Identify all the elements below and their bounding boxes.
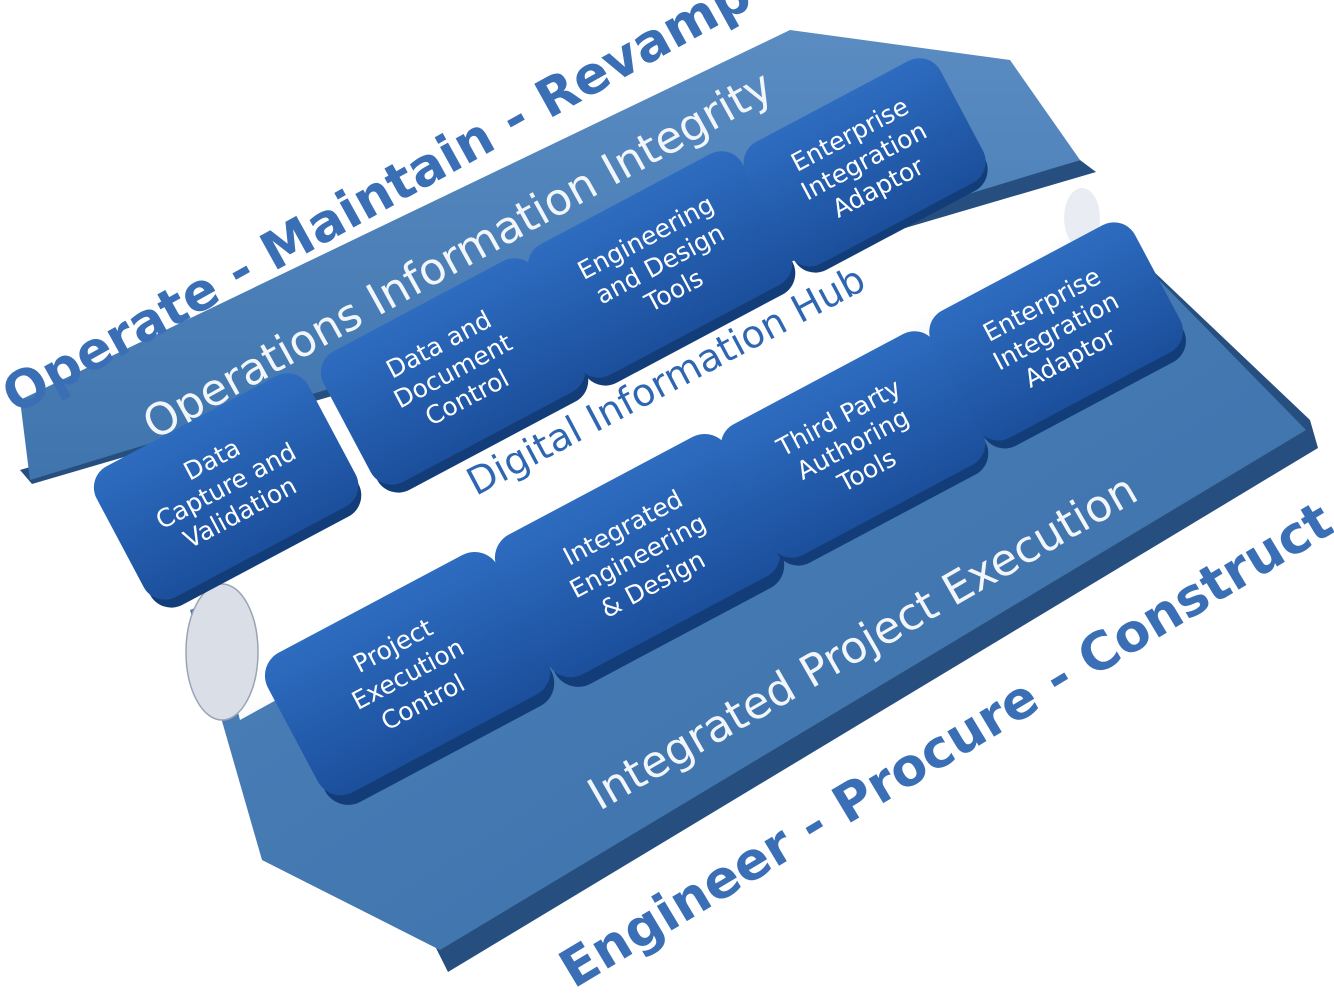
- tile-enterprise-integration-adaptor-top: Enterprise Integration Adaptor: [743, 58, 988, 273]
- tile-integrated-engineering-and-design: Integrated Engineering & Design: [494, 433, 785, 687]
- tile-data-capture-and-validation: Data Capture and Validation: [93, 373, 362, 608]
- tile-third-party-authoring-tools: Third Party Authoring Tools: [720, 331, 989, 566]
- tile-engineering-and-design-tools: Engineering and Design Tools: [527, 151, 796, 386]
- tile-project-execution-control: Project Execution Control: [264, 551, 555, 805]
- tile-enterprise-integration-adaptor-bottom: Enterprise Integration Adaptor: [929, 222, 1186, 449]
- tile-data-and-document-control: Data and Document Control: [320, 258, 589, 493]
